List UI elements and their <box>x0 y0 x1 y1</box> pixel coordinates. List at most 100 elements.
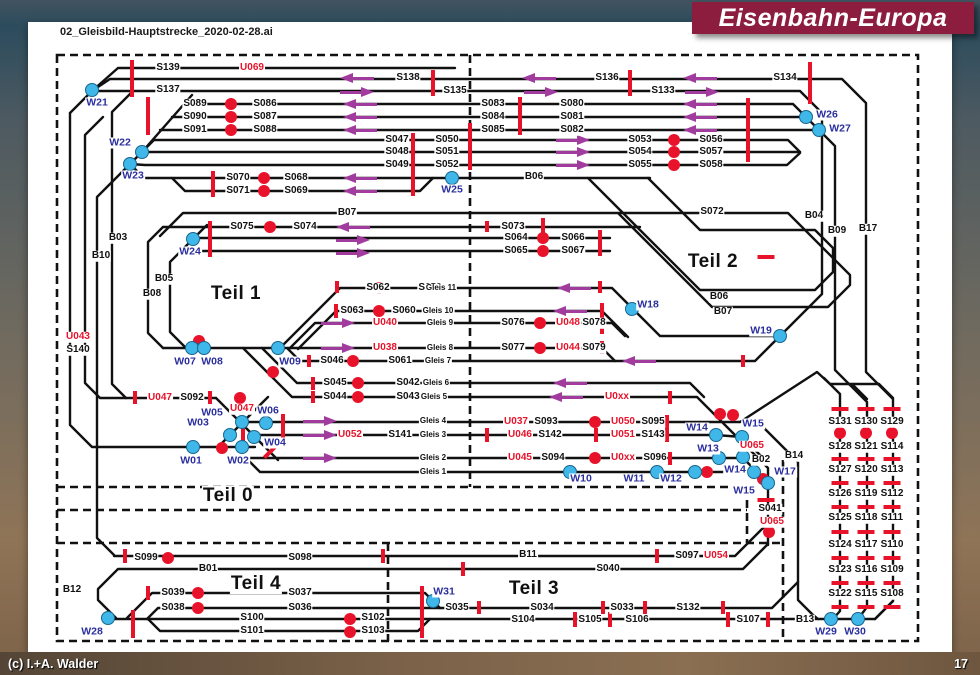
label-teil-3: Teil 3 <box>507 578 561 600</box>
direction-arrow-right <box>685 87 719 97</box>
signal-tick <box>721 601 725 614</box>
direction-arrow-left <box>683 73 717 83</box>
label-gleis-5: Gleis 5 <box>419 391 449 402</box>
section-border <box>57 485 749 543</box>
label-gleis-8: Gleis 8 <box>425 342 455 353</box>
label-s071: S071 <box>225 184 251 197</box>
direction-arrow-right <box>321 318 355 328</box>
label-s124: S124 <box>827 538 853 551</box>
signal-tick-horizontal <box>883 605 901 609</box>
label-u040: U040 <box>372 316 398 329</box>
label-s073: S073 <box>500 220 526 233</box>
label-s050: S050 <box>434 133 460 146</box>
signal-dot <box>192 602 204 614</box>
signal-tick-horizontal <box>857 581 875 585</box>
signal-tick-horizontal <box>757 498 775 502</box>
signal-tick-horizontal <box>883 457 901 461</box>
label-s143: S143 <box>640 428 666 441</box>
direction-arrow-left <box>343 186 377 196</box>
label-w08: W08 <box>200 355 224 368</box>
label-b13: B13 <box>794 613 816 626</box>
label-gleis-11: Gleis 11 <box>424 282 458 293</box>
direction-arrow-left <box>622 356 656 366</box>
title-banner: Eisenbahn-Europa <box>692 2 974 34</box>
label-s074: S074 <box>292 220 318 233</box>
label-s043: S043 <box>395 390 421 403</box>
label-s038: S038 <box>160 601 186 614</box>
label-s141: S141 <box>387 428 413 441</box>
label-w31: W31 <box>432 585 456 598</box>
label-s035: S035 <box>444 601 470 614</box>
signal-tick <box>381 549 385 563</box>
label-gleis-10: Gleis 10 <box>421 305 455 316</box>
signal-tick <box>668 391 672 404</box>
label-w07: W07 <box>173 355 197 368</box>
label-w27: W27 <box>828 122 852 135</box>
label-w01: W01 <box>179 454 203 467</box>
signal-dot <box>347 355 359 367</box>
signal-dot <box>537 245 549 257</box>
label-s090: S090 <box>182 110 208 123</box>
label-s084: S084 <box>480 110 506 123</box>
signal-tick <box>335 281 339 293</box>
label-s133: S133 <box>650 84 676 97</box>
label-s129: S129 <box>879 415 905 428</box>
page-title: Eisenbahn-Europa <box>718 3 948 32</box>
label-s064: S064 <box>503 231 529 244</box>
label-w05: W05 <box>200 406 224 419</box>
signal-dot <box>192 587 204 599</box>
signal-tick-horizontal <box>831 605 849 609</box>
label-w12: W12 <box>659 472 683 485</box>
label-w21: W21 <box>85 96 109 109</box>
direction-arrow-left <box>683 99 717 109</box>
label-s070: S070 <box>225 171 251 184</box>
label-s051: S051 <box>434 145 460 158</box>
direction-arrow-left <box>343 125 377 135</box>
label-s116: S116 <box>853 563 879 576</box>
label-s033: S033 <box>609 601 635 614</box>
label-s135: S135 <box>442 84 468 97</box>
direction-arrow-left <box>683 112 717 122</box>
label-s118: S118 <box>853 511 879 524</box>
label-s075: S075 <box>229 220 255 233</box>
signal-dot <box>763 526 775 538</box>
label-s114: S114 <box>879 440 905 453</box>
direction-arrow-left <box>553 378 587 388</box>
label-gleis-7: Gleis 7 <box>423 355 453 366</box>
section-border <box>57 460 785 641</box>
label-s068: S068 <box>283 171 309 184</box>
label-b07: B07 <box>712 305 734 318</box>
label-s061: S061 <box>387 354 413 367</box>
label-w22: W22 <box>108 136 132 149</box>
label-s102: S102 <box>360 611 386 624</box>
label-s040: S040 <box>595 562 621 575</box>
label-s099: S099 <box>133 551 159 564</box>
signal-tick <box>594 428 598 442</box>
label-s122: S122 <box>827 587 853 600</box>
signal-tick-horizontal <box>857 505 875 509</box>
label-s060: S060 <box>391 304 417 317</box>
label-gleis-9: Gleis 9 <box>425 317 455 328</box>
signal-tick-horizontal <box>857 407 875 411</box>
label-s083: S083 <box>480 97 506 110</box>
label-s085: S085 <box>480 123 506 136</box>
track-segment <box>287 321 627 351</box>
label-w15: W15 <box>741 417 765 430</box>
signal-dot <box>668 134 680 146</box>
label-s055: S055 <box>627 158 653 171</box>
label-s067: S067 <box>560 244 586 257</box>
track-segment <box>68 89 824 363</box>
signal-tick-horizontal <box>857 481 875 485</box>
signal-tick <box>598 230 602 256</box>
signal-dot <box>225 124 237 136</box>
signal-tick <box>746 98 750 162</box>
track-segment <box>112 521 770 558</box>
label-s086: S086 <box>252 97 278 110</box>
signal-tick <box>146 97 150 135</box>
switch-w04 <box>247 430 261 444</box>
label-s106: S106 <box>624 613 650 626</box>
label-s092: S092 <box>179 391 205 404</box>
switch-w28 <box>101 611 115 625</box>
label-s049: S049 <box>384 158 410 171</box>
label-s123: S123 <box>827 563 853 576</box>
